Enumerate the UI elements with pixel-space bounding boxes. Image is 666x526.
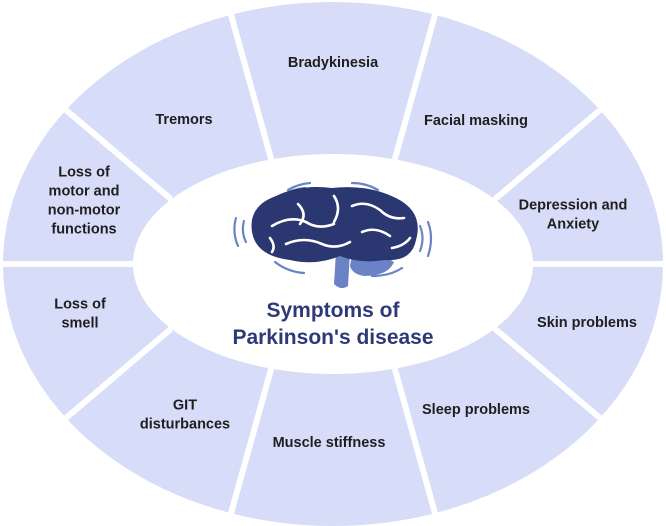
segment-label-line: motor and (49, 184, 120, 200)
segment-label-line: Anxiety (547, 217, 599, 233)
segment-label-line: Sleep problems (422, 402, 530, 418)
segment-dividers (3, 14, 663, 514)
segment-label-line: Facial masking (424, 113, 528, 129)
diagram-title-line1: Symptoms of (266, 299, 400, 322)
segment-label-tremors: Tremors (155, 112, 212, 128)
segment-label-git-disturbances: GIT disturbances (140, 398, 230, 433)
segment-label-line: non-motor (48, 203, 121, 219)
segment-divider (228, 367, 275, 514)
segment-divider (391, 14, 438, 161)
segment-label-line: Loss of (58, 165, 110, 181)
segment-divider (391, 367, 438, 514)
segment-label-line: GIT (173, 398, 197, 414)
segment-label-line: Tremors (155, 112, 212, 128)
center-ellipse (133, 154, 533, 374)
segment-label-loss-motor: Loss of motor and non-motor functions (48, 165, 121, 238)
segment-label-bradykinesia: Bradykinesia (288, 55, 379, 71)
segment-label-line: Muscle stiffness (273, 435, 386, 451)
segment-label-skin-problems: Skin problems (537, 315, 637, 331)
segment-label-line: disturbances (140, 417, 230, 433)
segment-label-line: Loss of (54, 297, 106, 313)
segment-divider (492, 326, 602, 421)
segment-divider (64, 107, 174, 202)
segment-label-sleep-problems: Sleep problems (422, 402, 530, 418)
segment-label-line: functions (51, 222, 116, 238)
segment-label-facial-masking: Facial masking (424, 113, 528, 129)
segment-label-loss-of-smell: Loss of smell (54, 297, 106, 332)
segment-label-line: smell (61, 316, 98, 332)
diagram-title-line2: Parkinson's disease (232, 326, 433, 349)
segment-label-line: Skin problems (537, 315, 637, 331)
brain-icon (233, 181, 433, 289)
segment-divider (228, 14, 275, 161)
segment-divider (492, 107, 602, 202)
segment-label-line: Bradykinesia (288, 55, 379, 71)
segment-label-line: Depression and (519, 198, 628, 214)
segment-label-muscle-stiffness: Muscle stiffness (273, 435, 386, 451)
segment-divider (64, 326, 174, 421)
